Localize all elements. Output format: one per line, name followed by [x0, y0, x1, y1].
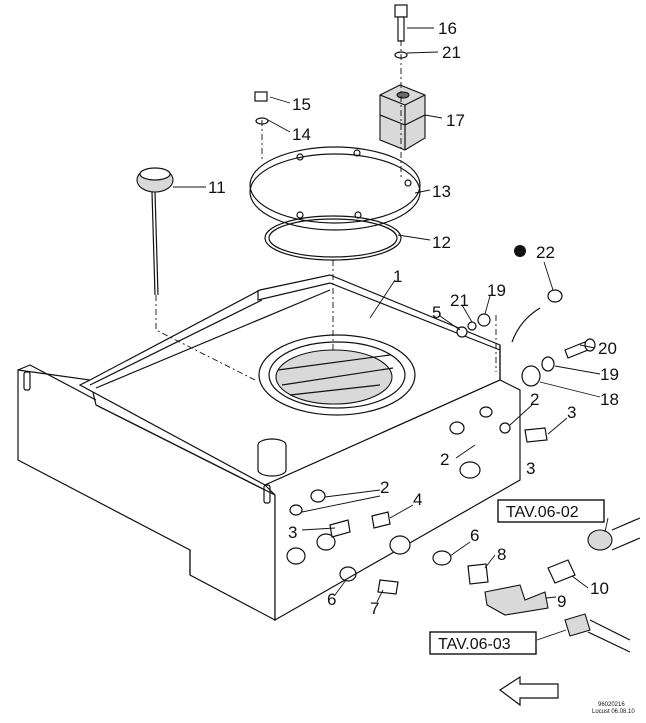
tank-opening-flange [258, 334, 416, 416]
ref-box-tav-0603: TAV.06-03 [429, 631, 537, 655]
label-21-right: 21 [450, 291, 469, 310]
filler-neck [257, 438, 287, 477]
label-17: 17 [446, 111, 465, 130]
washer-19 [541, 356, 555, 372]
label-14: 14 [292, 125, 311, 144]
washer-22 [547, 289, 563, 303]
drawing-code-number: 96020216 [598, 702, 625, 708]
label-22: 22 [536, 243, 555, 262]
label-11: 11 [208, 178, 226, 197]
label-6-right: 6 [470, 526, 479, 545]
direction-arrow [498, 675, 559, 707]
drawing-code-date: Locust 06.08.10 [592, 709, 635, 715]
dipstick-11 [136, 167, 256, 381]
label-15: 15 [292, 95, 311, 114]
label-4: 4 [413, 490, 422, 509]
cover-plate-13 [249, 146, 421, 231]
tank-ports [286, 406, 511, 565]
label-3-side: 3 [526, 459, 535, 478]
label-21-top: 21 [442, 43, 461, 62]
ref-tav-0602-text: TAV.06-02 [506, 504, 579, 521]
dot-marker-22 [514, 245, 526, 257]
rotation-arrow [511, 307, 541, 343]
label-18: 18 [600, 390, 619, 409]
label-20: 20 [598, 339, 617, 358]
bolt-20 [564, 338, 596, 359]
label-19-bottom: 19 [600, 365, 619, 384]
spacer-18 [521, 365, 541, 387]
label-12: 12 [432, 233, 451, 252]
label-6-left: 6 [327, 590, 336, 609]
label-9: 9 [557, 592, 566, 611]
label-2-front: 2 [380, 478, 389, 497]
label-10: 10 [590, 579, 609, 598]
fitting-3-right [524, 427, 548, 443]
label-16: 16 [438, 19, 457, 38]
label-3-front: 3 [288, 523, 297, 542]
screw-15 [254, 91, 268, 102]
leader-lines [173, 27, 609, 641]
label-13: 13 [432, 182, 451, 201]
bolt-16 [394, 4, 408, 42]
label-3-right: 3 [567, 403, 576, 422]
label-8: 8 [497, 545, 506, 564]
front-fittings [329, 511, 641, 653]
label-2-mid: 2 [440, 450, 449, 469]
part-labels: 16 21 17 15 14 13 12 11 1 22 5 21 19 20 … [208, 19, 619, 618]
ref-tav-0603-text: TAV.06-03 [438, 636, 511, 653]
label-1: 1 [393, 267, 402, 286]
ref-box-tav-0602: TAV.06-02 [497, 499, 605, 523]
label-7: 7 [370, 599, 379, 618]
clamp-17 [379, 84, 426, 151]
label-19-top: 19 [487, 281, 506, 300]
label-2-right: 2 [530, 390, 539, 409]
label-5: 5 [432, 303, 441, 322]
